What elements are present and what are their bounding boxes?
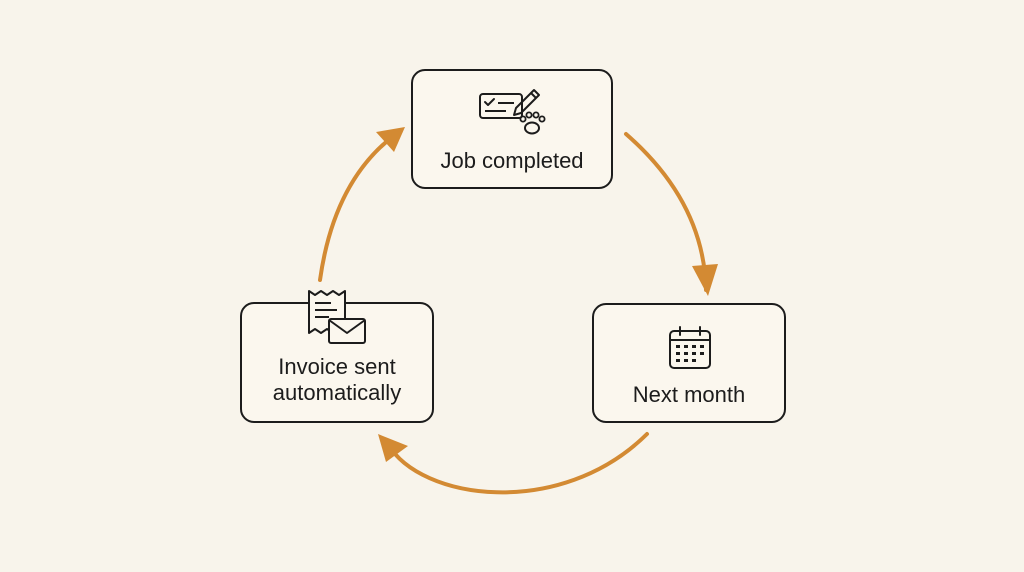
calendar-icon: [669, 326, 711, 369]
node-label-next-month: Next month: [632, 382, 746, 407]
node-job-completed: Job completed: [411, 69, 613, 189]
node-label-invoice-line2: automatically: [272, 380, 402, 405]
node-label-invoice-line1: Invoice sent: [278, 354, 396, 379]
node-label-job-completed: Job completed: [440, 148, 584, 173]
arrowhead-invoice-to-job: [376, 127, 405, 152]
node-next-month: Next month: [592, 303, 786, 423]
receipt-envelope-icon: [308, 290, 366, 344]
check-paw-print-pencil-icon: [479, 89, 546, 135]
arrow-invoice-to-job: [318, 132, 398, 282]
arrow-next-to-invoice: [386, 432, 649, 495]
node-label-invoice-sent: Invoice sent automatically: [242, 354, 432, 406]
arrowhead-next-to-invoice: [378, 434, 408, 462]
arrowhead-job-to-next: [692, 264, 718, 296]
